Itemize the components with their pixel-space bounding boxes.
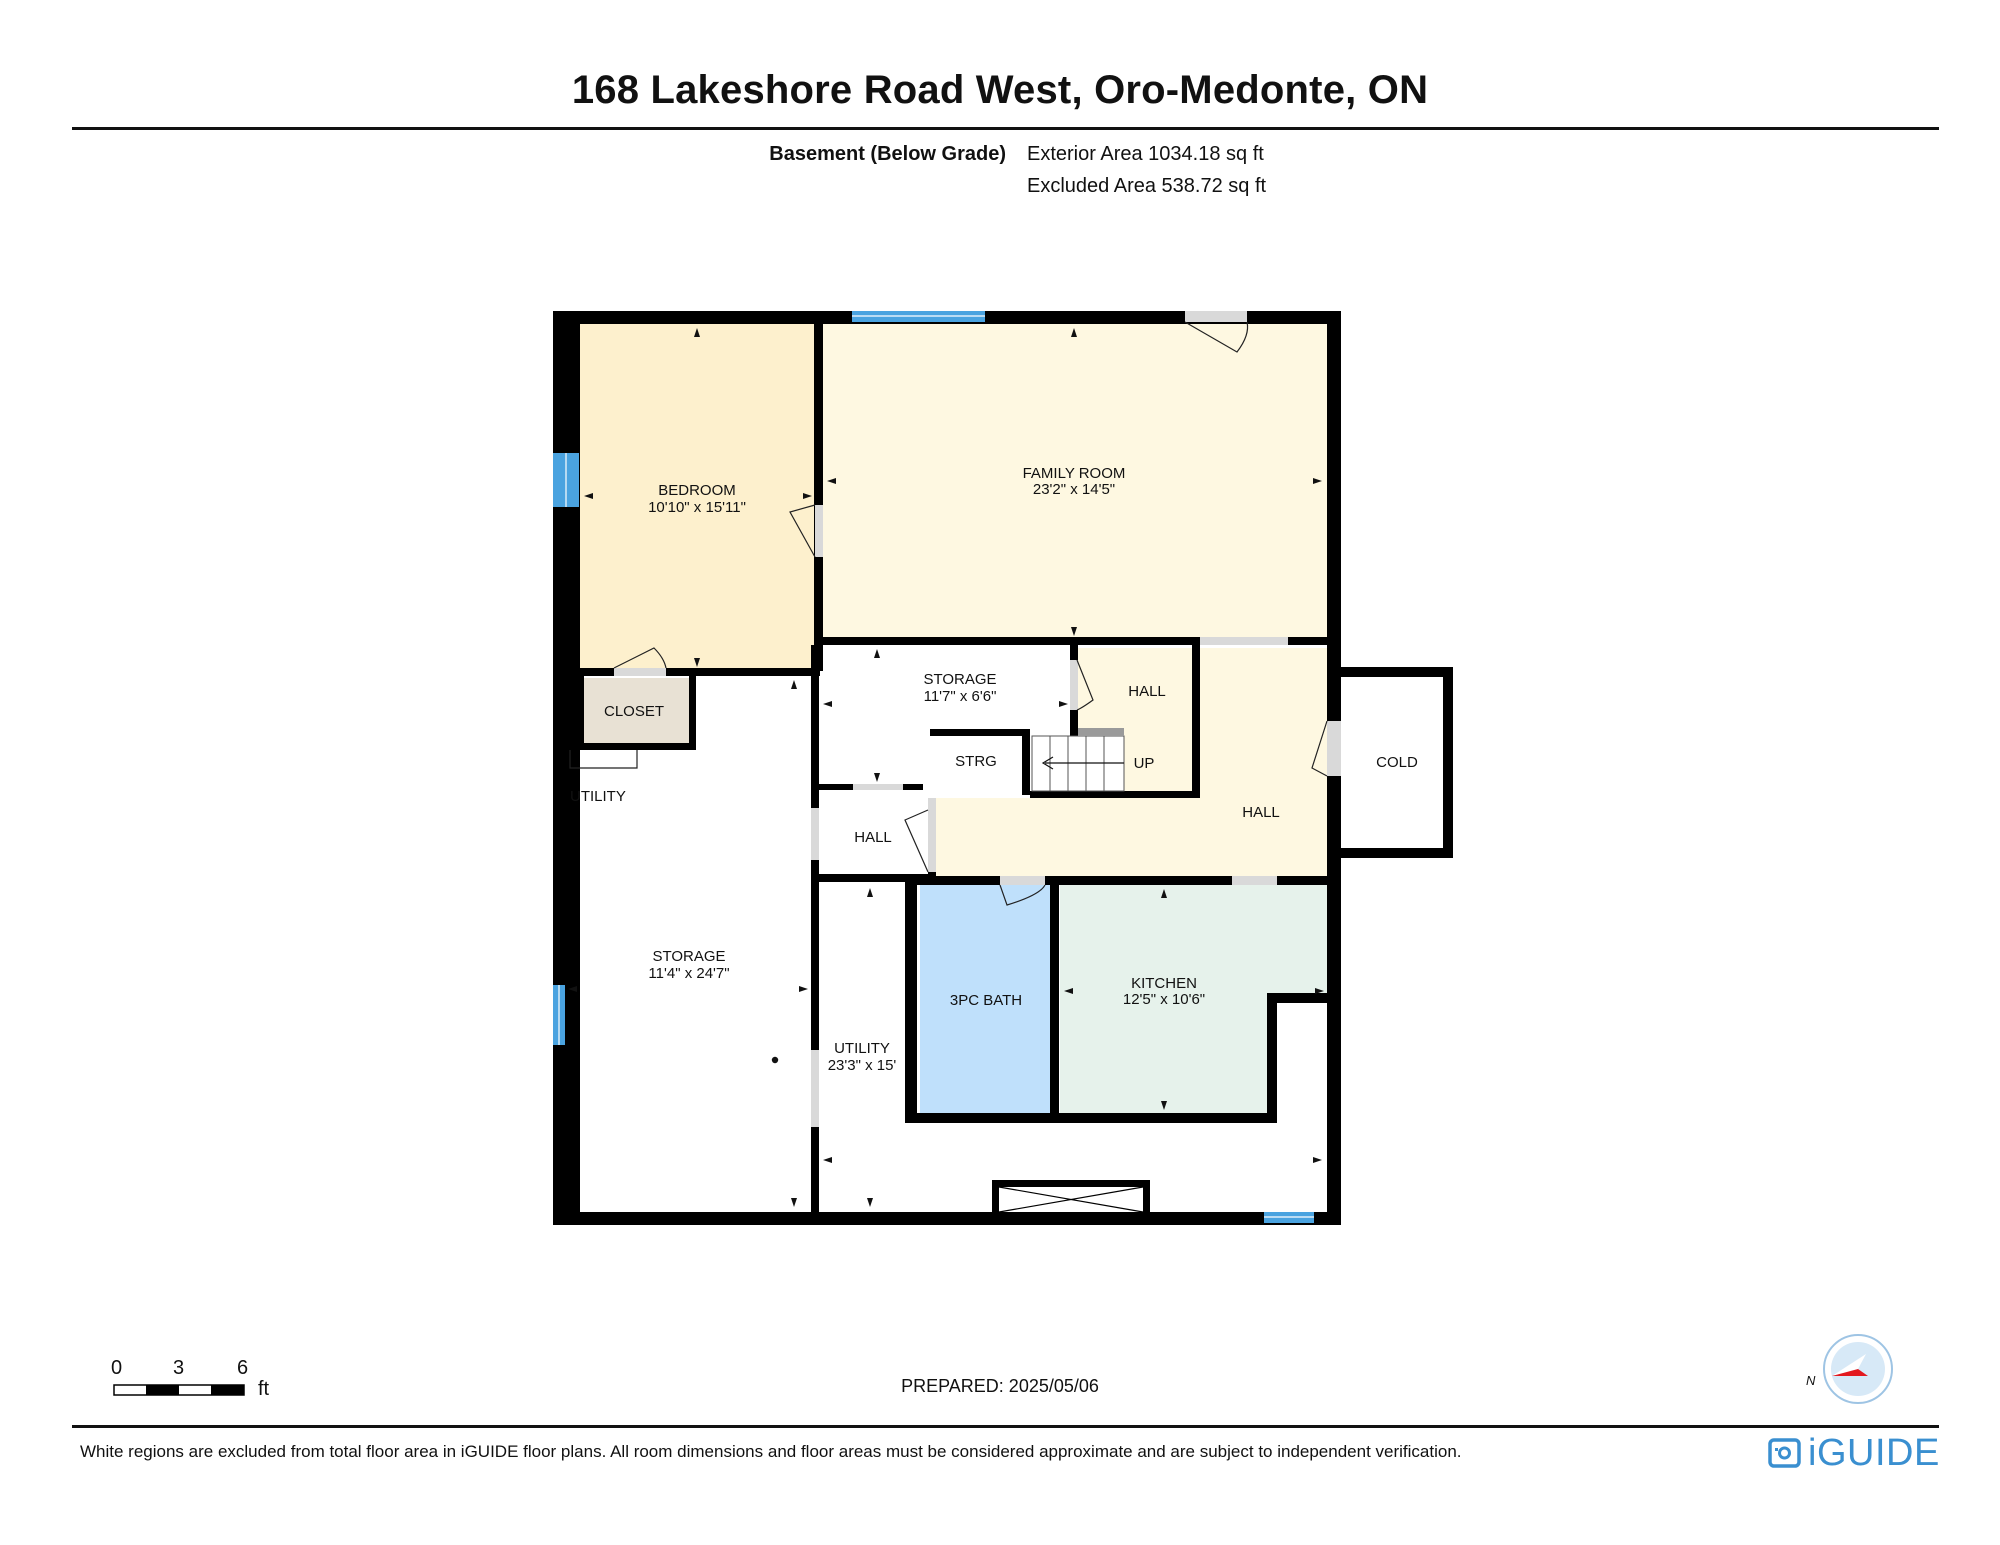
exterior-area-label: Exterior Area 1034.18 sq ft bbox=[1027, 143, 1264, 165]
window-mullions bbox=[558, 315, 1314, 1218]
page-title: 168 Lakeshore Road West, Oro-Medonte, ON bbox=[571, 68, 1429, 112]
disclaimer-text: White regions are excluded from total fl… bbox=[80, 1442, 1462, 1461]
bath-name: 3PC BATH bbox=[950, 992, 1022, 1009]
closet-fill bbox=[584, 678, 689, 743]
chimney-cross bbox=[998, 1186, 1144, 1213]
footer-divider bbox=[72, 1425, 1939, 1428]
scale-tick-6: 6 bbox=[237, 1357, 249, 1379]
iguide-logo-icon bbox=[1768, 1438, 1801, 1468]
bedroom-name: BEDROOM bbox=[658, 482, 736, 499]
staircase bbox=[1031, 728, 1125, 792]
iguide-logo: iGUIDE bbox=[1768, 1432, 1940, 1474]
utility-large-name: UTILITY bbox=[834, 1040, 890, 1057]
scale-unit: ft bbox=[258, 1378, 270, 1400]
compass-icon: N bbox=[1806, 1334, 1893, 1404]
door-swings bbox=[569, 321, 1328, 906]
stairs-up-label: UP bbox=[1134, 755, 1155, 772]
family-room-name: FAMILY ROOM bbox=[1023, 465, 1126, 482]
family-room-dims: 23'2" x 14'5" bbox=[1033, 481, 1115, 498]
storage-lower-dims: 11'4" x 24'7" bbox=[648, 965, 729, 982]
storage-lower-name: STORAGE bbox=[652, 948, 725, 965]
iguide-logo-text: iGUIDE bbox=[1808, 1431, 1940, 1474]
prepared-date: PREPARED: 2025/05/06 bbox=[901, 1376, 1099, 1396]
hall-right-fill bbox=[932, 648, 1327, 876]
header-divider bbox=[72, 127, 1939, 130]
hall-right-name: HALL bbox=[1242, 804, 1280, 821]
family-room-fill bbox=[822, 322, 1327, 640]
kitchen-name: KITCHEN bbox=[1131, 975, 1197, 992]
scale-tick-3: 3 bbox=[173, 1357, 185, 1379]
kitchen-dims: 12'5" x 10'6" bbox=[1123, 991, 1205, 1008]
closet-name: CLOSET bbox=[604, 703, 664, 720]
scale-bar bbox=[113, 1384, 245, 1396]
floor-drain bbox=[771, 1056, 779, 1064]
excluded-area-label: Excluded Area 538.72 sq ft bbox=[1027, 175, 1267, 197]
strg-name: STRG bbox=[955, 753, 997, 770]
bedroom-fill bbox=[579, 322, 817, 671]
storage-upper-dims: 11'7" x 6'6" bbox=[924, 688, 997, 705]
floor-level-label: Basement (Below Grade) bbox=[769, 143, 1006, 165]
utility-small-name: UTILITY bbox=[570, 788, 626, 805]
bath-fill bbox=[920, 885, 1050, 1113]
kitchen-fill bbox=[1060, 885, 1327, 1113]
door-openings bbox=[614, 311, 1341, 1127]
utility-large-dims: 23'3" x 15' bbox=[828, 1057, 897, 1074]
dimension-markers bbox=[568, 328, 1324, 1207]
storage-upper-name: STORAGE bbox=[923, 671, 996, 688]
bedroom-dims: 10'10" x 15'11" bbox=[648, 499, 746, 516]
hall-small-name: HALL bbox=[854, 829, 892, 846]
scale-tick-0: 0 bbox=[111, 1357, 123, 1379]
hall-upper-name: HALL bbox=[1128, 683, 1166, 700]
compass-north-label: N bbox=[1806, 1373, 1816, 1388]
cold-room-name: COLD bbox=[1376, 754, 1418, 771]
